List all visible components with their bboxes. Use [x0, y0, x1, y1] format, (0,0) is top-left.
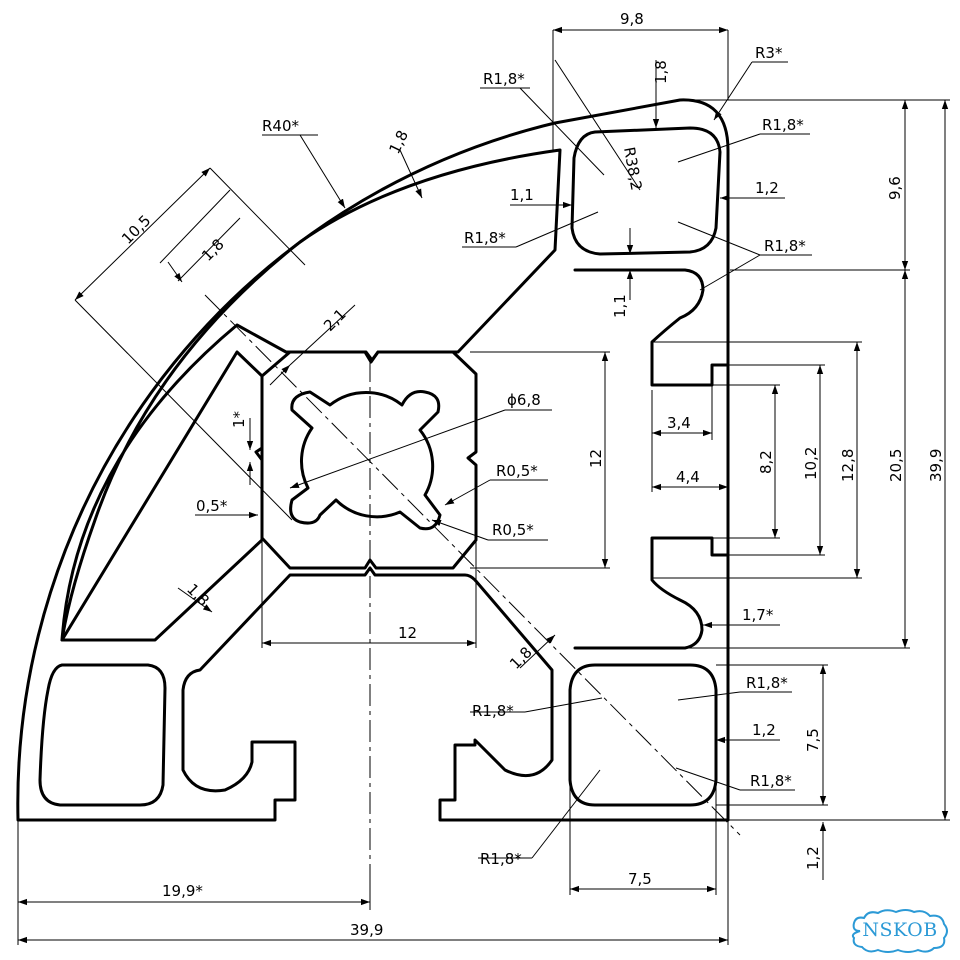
- radius-r40: R40*: [262, 117, 300, 135]
- dim-7-5-vert: 7,5: [804, 728, 822, 752]
- dim-1-8-left: 1,8: [183, 580, 213, 610]
- radius-r1-8-a: R1,8*: [483, 70, 525, 88]
- dim-1-8-diag: 1,8: [198, 235, 228, 265]
- radius-r1-8-c: R1,8*: [464, 229, 506, 247]
- center-lines: [204, 294, 741, 900]
- dim-9-8: 9,8: [620, 10, 644, 28]
- dim-8-2: 8,2: [757, 450, 775, 474]
- dim-19-9: 19,9*: [162, 882, 203, 900]
- dim-39-9-vert: 39,9: [927, 449, 945, 482]
- radius-r1-8-b: R1,8*: [762, 116, 804, 134]
- logo-wordmark: NSKOB: [862, 919, 938, 941]
- dimension-lines: [17, 26, 950, 945]
- dim-39-9-horiz: 39,9: [350, 921, 383, 939]
- dim-0-5: 0,5*: [196, 497, 228, 515]
- dim-1-star: 1*: [230, 410, 248, 428]
- dim-10-5: 10,5: [118, 211, 154, 247]
- dim-1-2-lower: 1,2: [752, 721, 776, 739]
- profile-outline: [16, 98, 730, 822]
- dim-12-8: 12,8: [839, 449, 857, 482]
- diameter-6-8: ϕ6,8: [507, 391, 541, 409]
- dim-10-2: 10,2: [802, 447, 820, 480]
- radius-r38-2: R38,2: [620, 146, 645, 192]
- dim-20-5: 20,5: [887, 449, 905, 482]
- dim-12-horiz: 12: [398, 624, 417, 642]
- radius-r3: R3*: [755, 44, 783, 62]
- dim-1-8-arc: 1,8: [385, 127, 412, 156]
- radius-r1-8-h: R1,8*: [480, 850, 522, 868]
- dim-1-8-top: 1,8: [652, 60, 670, 84]
- dim-12-vert: 12: [587, 449, 605, 468]
- dim-1-2-bottom: 1,2: [804, 846, 822, 870]
- dim-1-1-left: 1,1: [510, 186, 534, 204]
- dim-3-4: 3,4: [667, 414, 691, 432]
- dim-1-1-vert: 1,1: [611, 294, 629, 318]
- dim-7-5-horiz: 7,5: [628, 870, 652, 888]
- dim-2-1: 2,1: [320, 305, 350, 335]
- radius-r1-8-g: R1,8*: [750, 772, 792, 790]
- dim-1-7: 1,7*: [742, 606, 774, 624]
- radius-r1-8-d: R1,8*: [764, 237, 806, 255]
- dim-9-6: 9,6: [886, 176, 904, 200]
- dim-1-2-top: 1,2: [755, 179, 779, 197]
- radius-r0-5-a: R0,5*: [496, 462, 538, 480]
- radius-r1-8-f: R1,8*: [472, 702, 514, 720]
- radius-r0-5-b: R0,5*: [492, 521, 534, 539]
- radius-r1-8-e: R1,8*: [746, 674, 788, 692]
- dim-4-4: 4,4: [676, 468, 700, 486]
- logo-badge: [851, 909, 948, 953]
- dimension-labels: 9,8 1,8 R3* R1,8* R1,8* R38,2 R40* 1,8 1…: [118, 10, 945, 939]
